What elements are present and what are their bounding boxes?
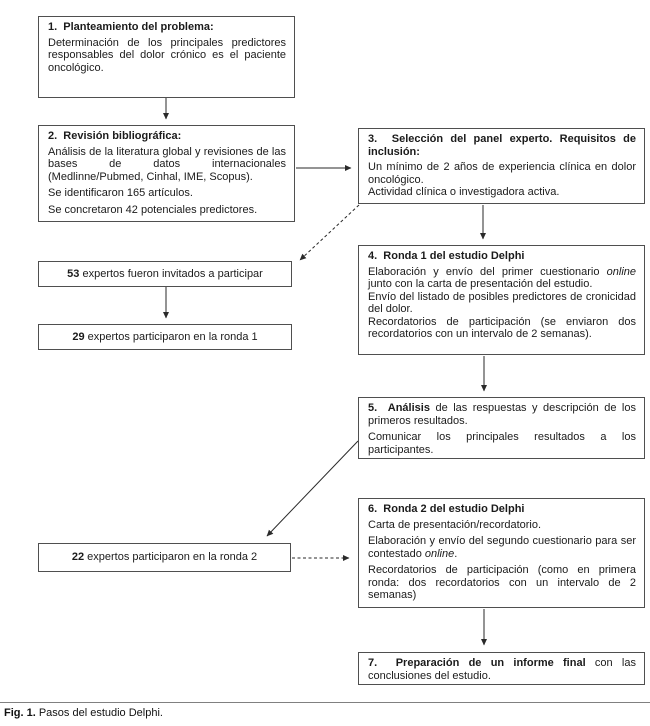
step6-title: 6. Ronda 2 del estudio Delphi [368,503,525,515]
step3-paragraph-1: Un mínimo de 2 años de experiencia clíni… [368,161,636,186]
step1-title: 1. Planteamiento del problema: [48,21,214,33]
step1-body: Determinación de los principales predict… [48,36,286,74]
step2-paragraph-1: Análisis de la literatura global y revis… [48,145,286,183]
step6-p2-text-2: . [454,547,458,560]
round1-count: 29 [72,331,85,343]
invited-count: 53 [67,268,80,280]
dashed-arrow-step3-invited [299,204,360,261]
step1-box: 1. Planteamiento del problema: Determina… [38,16,295,98]
step5-paragraph-2: Comunicar los principales resultados a l… [368,431,636,456]
step5-p1-text: de las respuestas y descripción de los p… [368,402,636,427]
step4-box: 4. Ronda 1 del estudio Delphi Elaboració… [358,245,645,355]
arrow-step5-round2 [266,440,359,537]
round1-participants-box: 29 expertos participaron en la ronda 1 [38,324,292,350]
step2-paragraph-2: Se identificaron 165 artículos. [48,187,193,199]
round2-label: expertos participaron en la ronda 2 [84,551,258,563]
step4-title: 4. Ronda 1 del estudio Delphi [368,250,525,262]
invited-label: expertos fueron invitados a participar [79,268,263,280]
step7-paragraph: 7. Preparación de un informe final con l… [368,657,636,682]
step6-p2-online-italic: online [424,547,455,560]
step4-paragraph-2: Envío del listado de posibles predictore… [368,290,636,316]
step6-box: 6. Ronda 2 del estudio Delphi Carta de p… [358,498,645,608]
step4-paragraph-3: Recordatorios de participación (se envia… [368,315,636,341]
step3-paragraph-2: Actividad clínica o investigadora activa… [368,186,560,198]
step6-paragraph-3: Recordatorios de participación (como en … [368,564,636,601]
step2-box: 2. Revisión bibliográfica: Análisis de l… [38,125,295,222]
step4-p1-text-2: junto con la carta de presentación del e… [368,278,593,290]
step5-box: 5. Análisis de las respuestas y descripc… [358,397,645,459]
caption-divider [0,702,650,703]
round2-participants-box: 22 expertos participaron en la ronda 2 [38,543,291,572]
step4-paragraph-1: Elaboración y envío del primer cuestiona… [368,266,636,291]
step6-paragraph-2: Elaboración y envío del segundo cuestion… [368,535,636,560]
step4-p1-text: Elaboración y envío del primer cuestiona… [368,265,607,278]
invited-experts-box: 53 expertos fueron invitados a participa… [38,261,292,287]
figure-caption-label: Fig. 1. [4,707,36,719]
step2-paragraph-3: Se concretaron 42 potenciales predictore… [48,203,258,216]
step6-p2-text: Elaboración y envío del segundo cuestion… [368,535,636,560]
step5-title: 5. Análisis [368,402,430,414]
step3-title: 3. Selección del panel experto. Requisit… [368,133,636,158]
figure-caption-text: Pasos del estudio Delphi. [35,707,163,719]
figure-caption: Fig. 1. Pasos del estudio Delphi. [4,707,163,720]
round2-count: 22 [71,551,85,563]
step3-box: 3. Selección del panel experto. Requisit… [358,128,645,204]
step6-paragraph-1: Carta de presentación/recordatorio. [368,518,542,531]
step2-title: 2. Revisión bibliográfica: [48,130,182,142]
step7-text: con las conclusiones del estudio. [368,657,636,682]
step5-paragraph-1: 5. Análisis de las respuestas y descripc… [368,402,636,427]
step7-title: 7. Preparación de un informe final [368,657,586,669]
step4-p1-online-italic: online [606,265,636,278]
round1-label: expertos participaron en la ronda 1 [84,331,258,343]
step7-box: 7. Preparación de un informe final con l… [358,652,645,685]
